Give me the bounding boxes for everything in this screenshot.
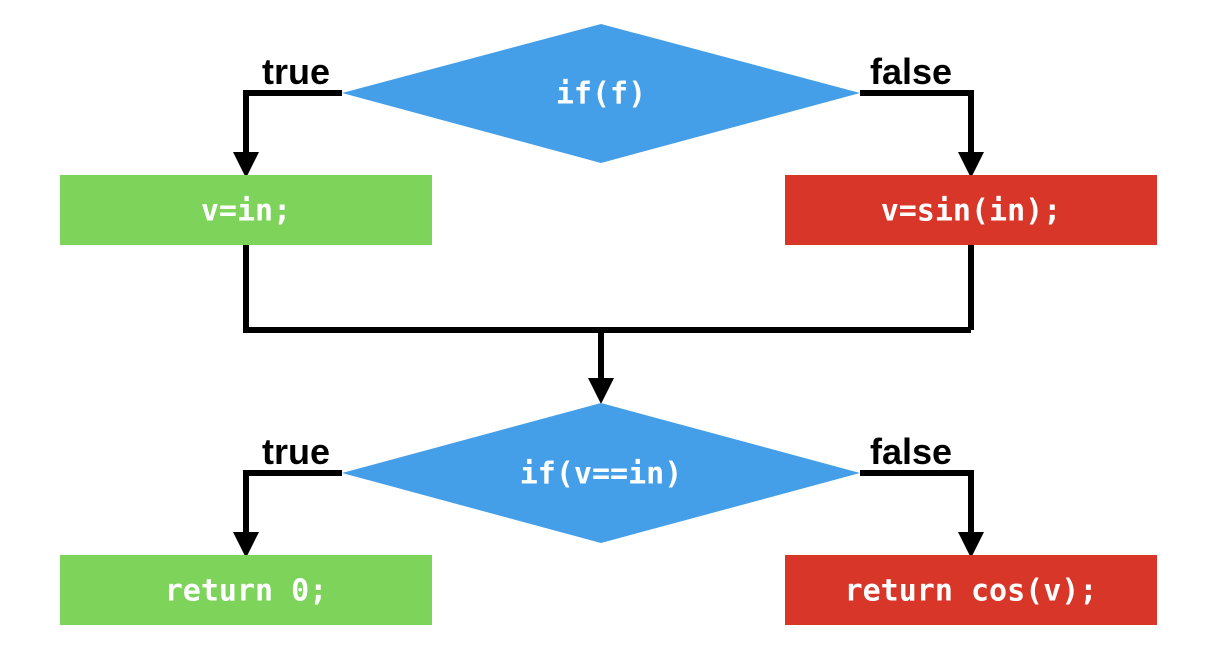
edge-d1-false bbox=[860, 90, 974, 167]
action-node-return-0-label: return 0; bbox=[165, 574, 328, 609]
action-node-v-sin-in-label: v=sin(in); bbox=[881, 194, 1062, 229]
action-node-return-cos-v-label: return cos(v); bbox=[845, 574, 1098, 609]
action-node-return-0[interactable] bbox=[60, 555, 432, 625]
decision-node-if-f[interactable] bbox=[342, 24, 860, 163]
decision-node-if-v-eq-in[interactable] bbox=[342, 403, 860, 543]
action-node-return-cos-v[interactable] bbox=[785, 555, 1157, 625]
decision-node-if-f-label: if(f) bbox=[556, 77, 646, 112]
edge-label-d2-true: true bbox=[262, 431, 330, 472]
edge-label-d1-true: true bbox=[262, 51, 330, 92]
edge-d2-false bbox=[860, 470, 974, 547]
edge-label-d2-false: false bbox=[870, 431, 952, 472]
arrowhead-d1-true bbox=[233, 152, 259, 178]
edge-d2-true bbox=[243, 470, 342, 547]
arrowhead-d1-false bbox=[958, 152, 984, 178]
action-node-v-in[interactable] bbox=[60, 175, 432, 245]
edge-d1-true bbox=[243, 90, 342, 167]
arrowhead-merge-to-d2 bbox=[588, 378, 614, 404]
decision-node-if-v-eq-in-label: if(v==in) bbox=[520, 457, 683, 492]
action-node-v-sin-in[interactable] bbox=[785, 175, 1157, 245]
action-node-v-in-label: v=in; bbox=[201, 194, 291, 229]
arrowhead-d2-false bbox=[958, 532, 984, 558]
edge-merge-row1 bbox=[243, 245, 974, 333]
edge-label-d1-false: false bbox=[870, 51, 952, 92]
arrowhead-d2-true bbox=[233, 532, 259, 558]
